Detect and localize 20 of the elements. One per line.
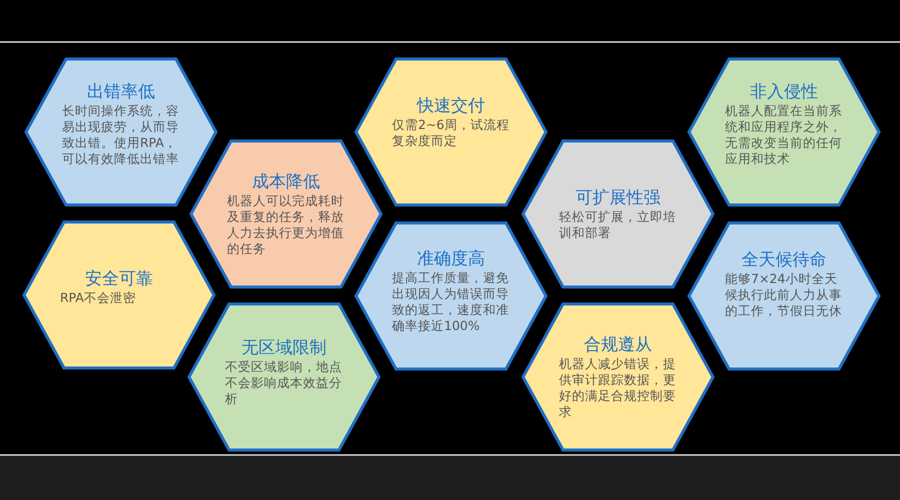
- hexagon-title: 非入侵性: [750, 81, 818, 103]
- hexagon-description: 仅需2~6周，试流程复杂度而定: [392, 117, 510, 149]
- hexagon-title: 出错率低: [87, 81, 155, 103]
- hexagon-title: 准确度高: [417, 248, 485, 270]
- hexagon-title: 可扩展性强: [576, 187, 660, 209]
- hexagon-title: 成本降低: [252, 171, 320, 193]
- hexagon-title: 合规遵从: [584, 334, 652, 356]
- hexagon-description: 能够7×24小时全天候执行此前人力从事的工作，节假日无休: [725, 271, 843, 319]
- hexagon-description: 长时间操作系统，容易出现疲劳，从而导致出错。使用RPA，可以有效降低出错率: [62, 103, 180, 167]
- hexagon-title: 全天候待命: [742, 249, 826, 271]
- hexagon-title: 安全可靠: [85, 268, 153, 290]
- hexagon-description: 机器人配置在当前系统和应用程序之外，无需改变当前的任何应用和技术: [725, 103, 843, 167]
- hexagon-title: 无区域限制: [242, 337, 326, 359]
- hexagon-title: 快速交付: [417, 95, 485, 117]
- hexagon-description: 不受区域影响，地点不会影响成本效益分析: [225, 359, 343, 407]
- hexagon-description: 轻松可扩展，立即培训和部署: [559, 209, 677, 241]
- hexagon-description: 机器人可以完成耗时及重复的任务，释放人力去执行更为增值的任务: [227, 193, 345, 257]
- hexagon-description: 机器人减少错误，提供审计跟踪数据，更好的满足合规控制要求: [559, 356, 677, 420]
- hexagon-description: RPA不会泄密: [60, 290, 137, 306]
- hexagon-description: 提高工作质量，避免出现因人为错误而导致的返工，速度和准确率接近100%: [392, 270, 510, 334]
